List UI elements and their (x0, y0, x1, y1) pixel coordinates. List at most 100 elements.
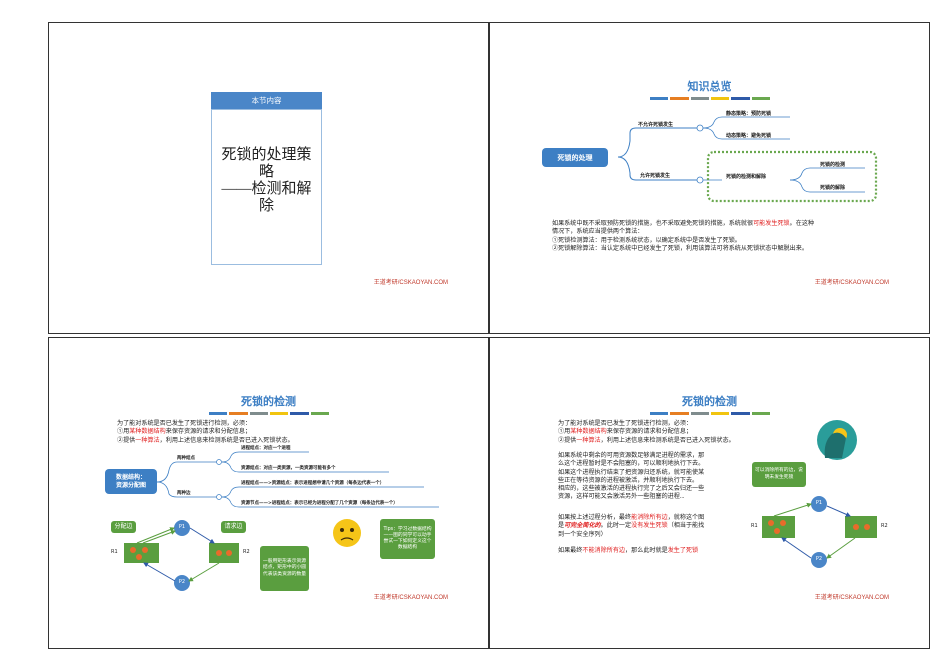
para-text: ①用 (558, 429, 571, 436)
resource-allocation-graph (124, 519, 361, 591)
para-line: 情况下，系统应当提供两个算法： (552, 229, 644, 236)
data-structure-box: 数据结构： 资源分配图 (105, 469, 157, 494)
color-bar-seg (650, 97, 669, 100)
allocation-edge-desc: 资源节点——>进程结点：表示已经为进程分配了几个资源（每条边代表一个） (241, 501, 398, 506)
para-line: 些正在等待资源的进程被激活，并顺利地执行下去。 (558, 477, 699, 484)
color-bar-seg (650, 412, 669, 415)
branch-allow-deadlock: 允许死锁发生 (640, 173, 671, 179)
resource-unit (130, 547, 136, 553)
tree-line (221, 486, 424, 498)
branch-line (617, 127, 698, 158)
allocation-edge (142, 530, 176, 544)
para-red: 能消除所有边 (631, 515, 668, 521)
mindmap-root: 死锁的处理 (542, 148, 608, 167)
emoji-face (333, 519, 361, 547)
allocation-edge (826, 537, 856, 559)
color-bar (650, 97, 770, 100)
color-bar-seg (670, 97, 689, 100)
head-icon (824, 432, 846, 458)
leaf-line (789, 179, 865, 193)
title-line-1: 死锁的处理策 (221, 147, 312, 163)
para-line: 如果这个进程执行结束了把资源归还系统，就可能使某 (558, 469, 705, 476)
para-text: 如果系统中既不采取预防死锁的措施，也不采取避免死锁的措施，系统就很 (552, 221, 754, 227)
leaf-dynamic: 动态策略：避免死锁 (726, 133, 772, 139)
para-text: ②提供 (117, 437, 136, 444)
para-text: 是 (558, 523, 565, 530)
leaf-line (702, 127, 790, 140)
para-line: ②死锁解除算法：当认定系统中已经发生了死锁，利用该算法可将系统从死锁状态中解脱出… (552, 245, 808, 252)
resource-unit (774, 528, 780, 534)
para-red: 某种数据结构 (129, 429, 166, 436)
color-bar-seg (751, 97, 770, 100)
color-bar-seg (249, 412, 268, 415)
process-p1 (811, 496, 827, 512)
two-edges-label: 两种边 (177, 491, 191, 496)
explain-paragraph: 如果系统中剩余的可用资源数足够满足进程的需求，那 么这个进程暂时是不会阻塞的，可… (558, 452, 768, 502)
resource-unit (226, 550, 232, 556)
intro-paragraph: 为了能对系统是否已发生了死锁进行检测，必须： ①用某种数据结构来保存资源的请求和… (117, 420, 417, 445)
ds-line: 资源分配图 (115, 481, 146, 489)
emoji-eye (350, 528, 354, 532)
tree-line (156, 461, 217, 483)
para-line: 为了能对系统是否已发生了死锁进行检测，必须： (558, 421, 693, 427)
para-line: ②提供一种算法，利用上述信息来检测系统是否已进入死锁状态。 (558, 437, 818, 445)
p1-label: P1 (178, 524, 186, 530)
two-nodes-label: 两种结点 (177, 456, 195, 461)
para-line: 如果系统中剩余的可用资源数足够满足进程的需求，那 (558, 453, 705, 459)
ds-line: 数据结构： (115, 473, 146, 481)
resource-unit (768, 520, 774, 526)
deadlock-paragraph: 如果最终不能消除所有边，那么此时就是发生了死锁 (558, 547, 773, 555)
process-p2 (811, 552, 827, 568)
color-bar-seg (731, 97, 750, 100)
brand-footer: 王道考研/CSKAOYAN.COM (814, 280, 889, 286)
brand-footer: 王道考研/CSKAOYAN.COM (373, 595, 448, 601)
collapse-node (696, 176, 704, 184)
collapse-node (696, 124, 704, 132)
slide-3[interactable]: 死锁的检测 为了能对系统是否已发生了死锁进行检测，必须： ①用某种数据结构来保存… (48, 337, 489, 649)
para-text: ①用 (117, 429, 130, 436)
slide-title: 死锁的检测 (241, 395, 296, 408)
slide-2[interactable]: 知识总览 死锁的处理 不允许死锁发生 静态策略：预防死锁 动态策略：避免死锁 允… (489, 22, 930, 334)
slide-1[interactable]: 本节内容 死锁的处理策 略 ——检测和解 除 王道考研/CSKAOYAN.COM (48, 22, 489, 334)
para-red: 可能发生死锁 (753, 221, 790, 227)
slide-title: 死锁的处理策 略 ——检测和解 除 (211, 147, 322, 215)
collapse-node (216, 459, 222, 465)
r2-label: R2 (243, 549, 250, 555)
emoji-eye (340, 528, 344, 532)
para-text: 如果最终 (558, 548, 583, 554)
para-text: 如果按上述过程分析，最终 (558, 515, 632, 521)
color-bar-seg (229, 412, 248, 415)
para-line: 为了能对系统是否已发生了死锁进行检测，必须： (117, 421, 252, 427)
color-bar-seg (690, 97, 709, 100)
title-line-3: ——检测和解 (221, 181, 312, 197)
color-bar-seg (731, 412, 750, 415)
resource-node-desc: 资源结点：对应一类资源，一类资源可能有多个 (241, 466, 336, 471)
para-red: 一种算法 (135, 437, 160, 444)
allocation-edge (136, 527, 175, 544)
para-text: ②提供 (558, 437, 577, 444)
para-line: 相应的，这些被激活的进程执行完了之后又会归还一些 (558, 486, 705, 493)
p2-label: P2 (815, 556, 823, 562)
resource-unit (216, 550, 222, 556)
slide-4[interactable]: 死锁的检测 为了能对系统是否已发生了死锁进行检测，必须： ①用某种数据结构来保存… (489, 337, 930, 649)
sub-detect-remove: 死锁的检测和解除 (726, 174, 767, 180)
tree-line (156, 481, 217, 498)
allocation-edge (188, 562, 220, 582)
para-text: ，那么此时就是 (625, 548, 668, 554)
slide-title: 知识总览 (687, 80, 732, 93)
slide-title: 死锁的检测 (682, 395, 737, 408)
para-line: ①用某种数据结构来保存资源的请求和分配信息； (117, 428, 417, 436)
color-bar-seg (670, 412, 689, 415)
resource-unit (136, 554, 142, 560)
para-line: 如果最终不能消除所有边，那么此时就是发生了死锁 (558, 547, 773, 555)
request-edge-desc: 进程结点——>资源结点：表示进程想申请几个资源（每条边代表一个） (241, 481, 385, 486)
rect-note: 一般用矩形表示资源结点，矩形中的小圆代表该类资源的数量 (260, 546, 309, 591)
resource-unit (864, 524, 870, 530)
leaf-static: 静态策略：预防死锁 (726, 111, 772, 117)
para-text: 来保存资源的请求和分配信息； (606, 429, 693, 436)
emoji-mouth (340, 537, 354, 541)
para-line: 么这个进程暂时是不会阻塞的，可以顺利地执行下去。 (558, 461, 705, 468)
process-node-desc: 进程结点：对应一个进程 (241, 446, 291, 451)
para-red: 没有发生死锁 (631, 523, 668, 530)
para-text: （相当于能找 (667, 523, 705, 530)
